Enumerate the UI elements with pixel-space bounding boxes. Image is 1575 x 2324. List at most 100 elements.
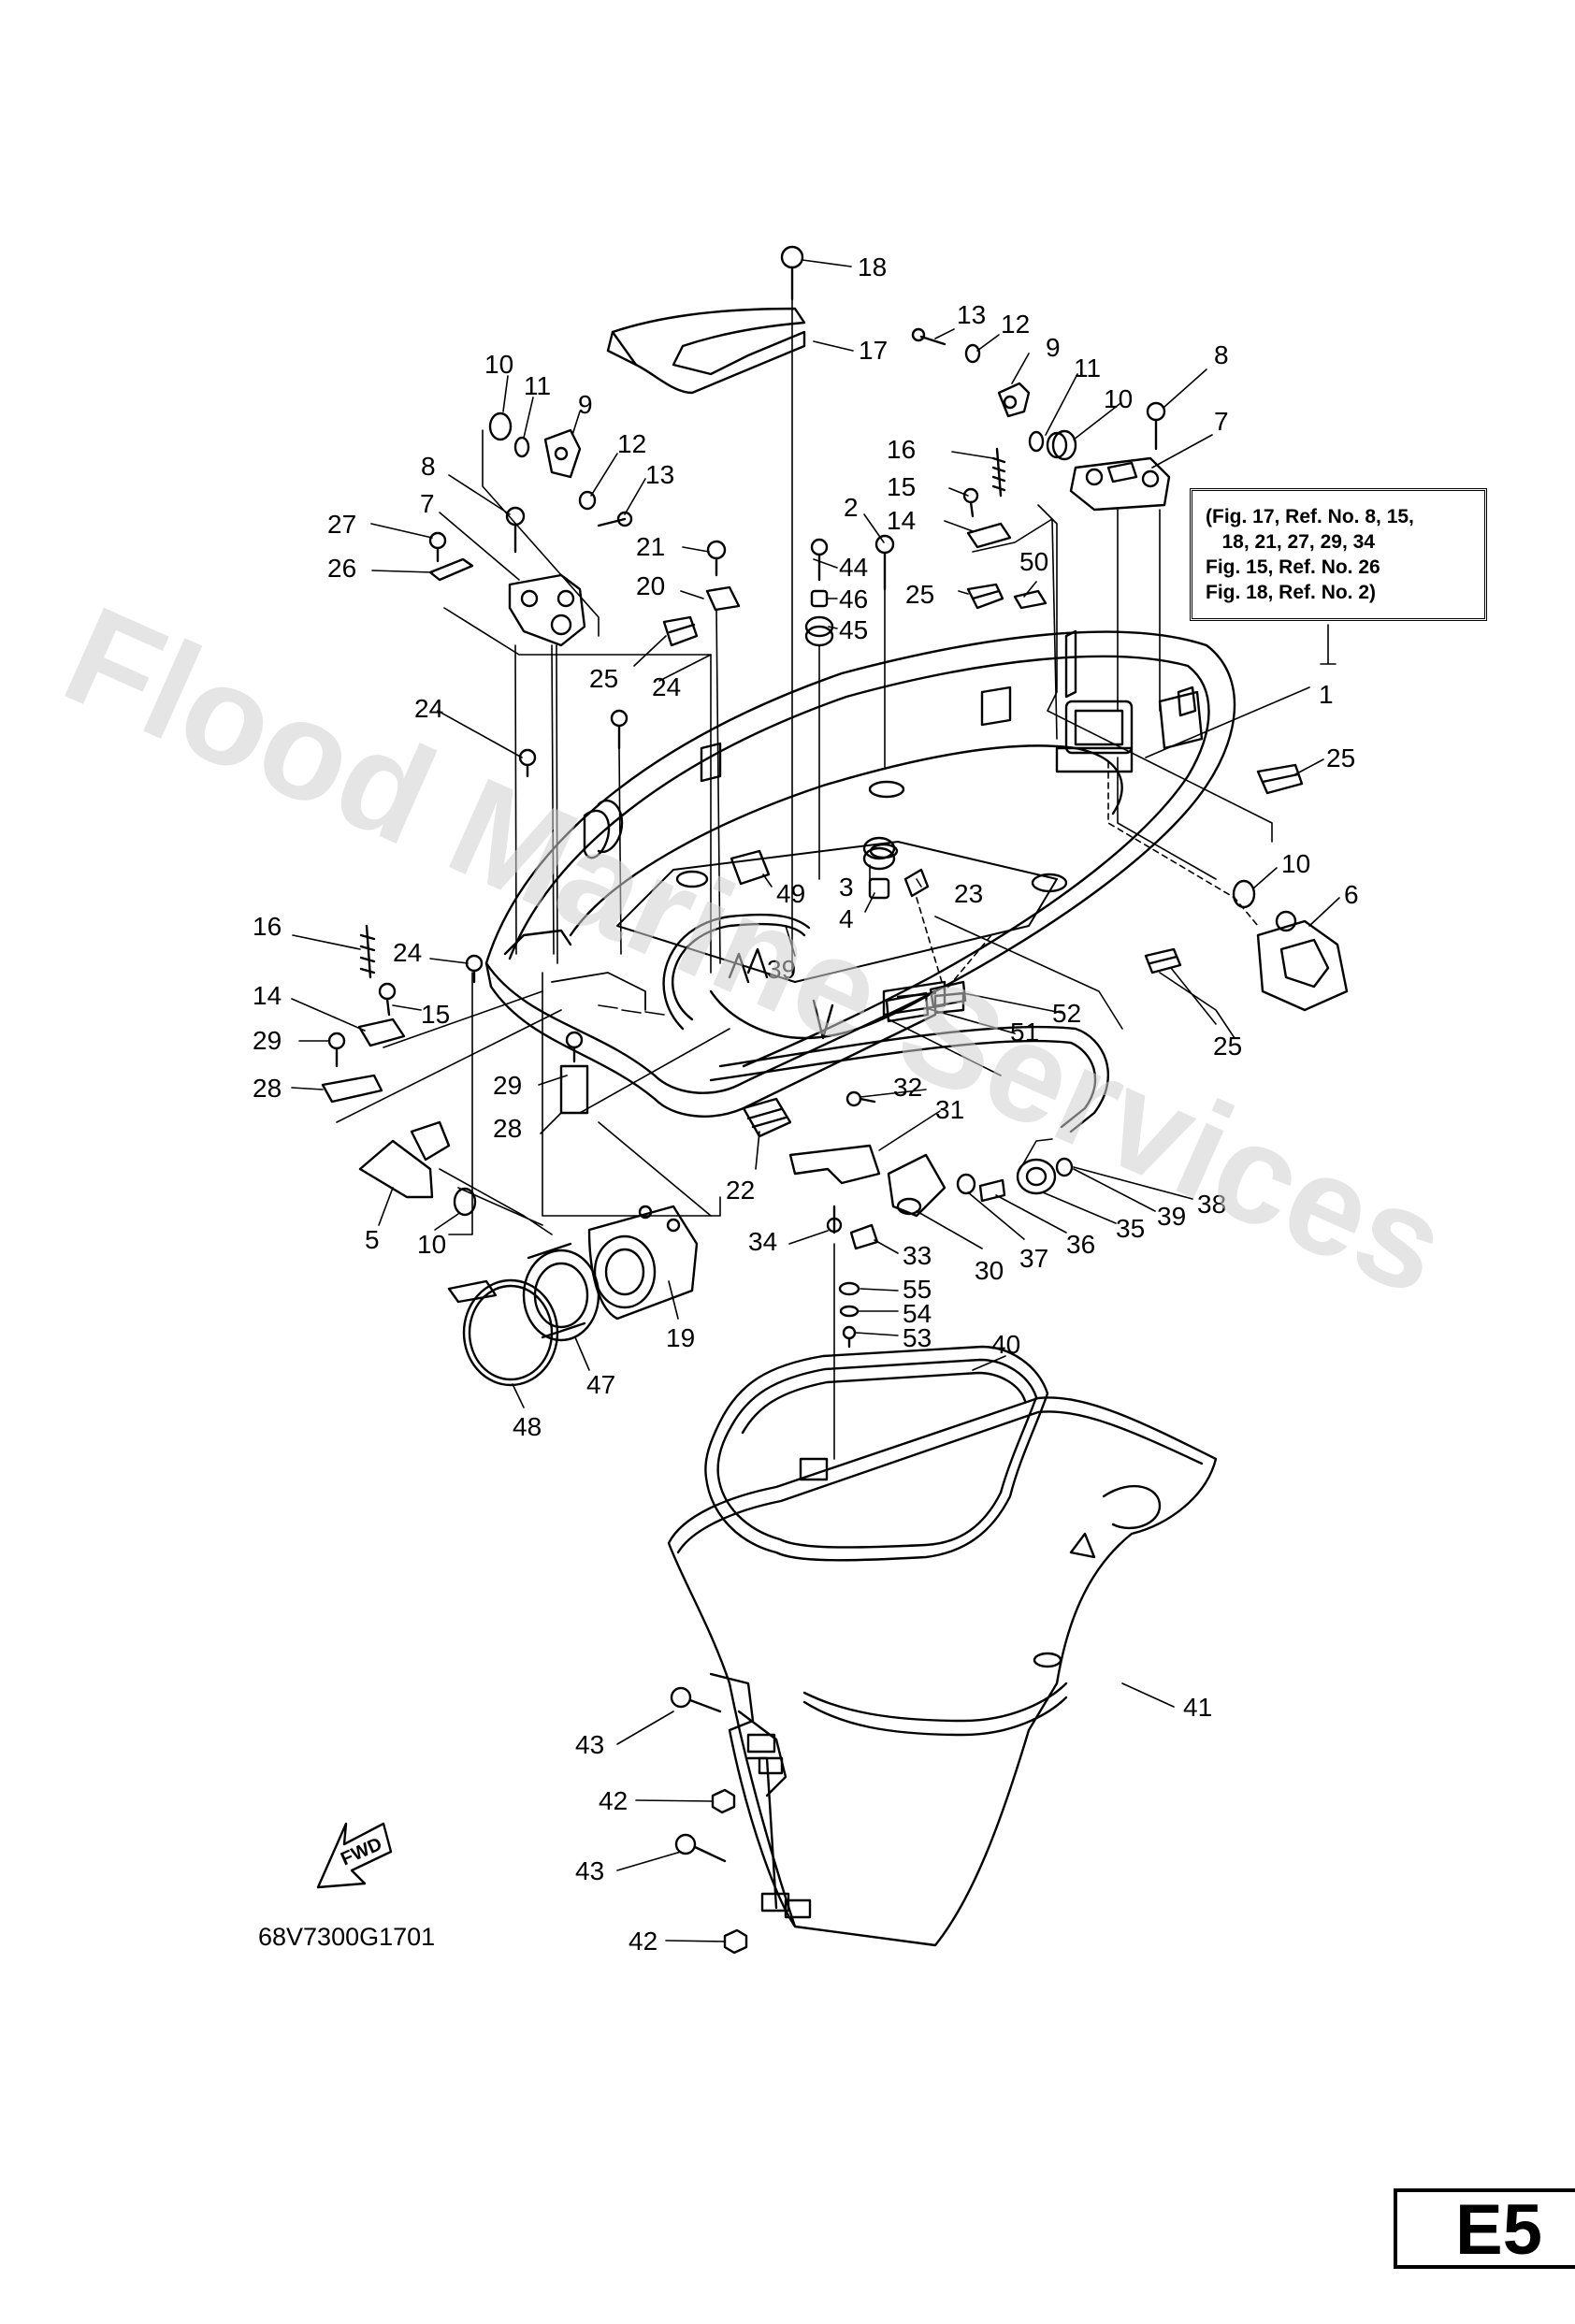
callout-46: 46 xyxy=(839,585,868,613)
diagram-code: 68V7300G1701 xyxy=(258,1923,436,1951)
cowling-seal xyxy=(704,1345,1049,1562)
part-54-washer xyxy=(839,1305,860,1318)
part-13-screw-right xyxy=(911,327,946,346)
callout-43: 43 xyxy=(575,1856,604,1885)
callout-11: 11 xyxy=(524,371,551,400)
callout-13: 13 xyxy=(957,300,986,329)
callout-55: 55 xyxy=(903,1275,932,1304)
callout-32: 32 xyxy=(893,1073,922,1102)
callout-9: 9 xyxy=(578,390,593,419)
callout-25: 25 xyxy=(1326,743,1355,772)
part-9-hook-left xyxy=(543,428,582,479)
part-21-bolt xyxy=(706,540,727,577)
callout-54: 54 xyxy=(903,1299,932,1328)
callout-24: 24 xyxy=(393,938,422,967)
hose-loop xyxy=(671,922,806,1021)
callout-9: 9 xyxy=(1046,333,1061,362)
part-25-grommet-b xyxy=(662,615,699,647)
callout-10: 10 xyxy=(484,350,513,379)
callout-50: 50 xyxy=(1019,547,1048,576)
callout-38: 38 xyxy=(1197,1190,1226,1219)
part-37-washer xyxy=(956,1173,976,1195)
callout-25: 25 xyxy=(1213,1032,1242,1061)
callout-39: 39 xyxy=(1157,1202,1186,1231)
callout-3: 3 xyxy=(839,873,854,902)
callout-43: 43 xyxy=(575,1730,604,1759)
part-48-band xyxy=(447,1278,559,1387)
part-33-clip xyxy=(849,1223,879,1250)
part-16-spring-left xyxy=(359,924,376,979)
part-23-plug xyxy=(903,868,930,898)
callout-34: 34 xyxy=(748,1227,777,1256)
callout-45: 45 xyxy=(839,615,868,644)
part-2-bolt xyxy=(874,534,895,591)
part-42-nut-a xyxy=(711,1788,736,1814)
callout-13: 13 xyxy=(645,460,674,489)
part-29-bolt-left xyxy=(327,1032,346,1068)
callout-15: 15 xyxy=(887,472,916,501)
part-6-bracket xyxy=(1256,910,1349,1012)
callout-26: 26 xyxy=(327,554,356,583)
callout-21: 21 xyxy=(636,532,665,561)
part-22-grommet xyxy=(742,1097,792,1138)
callout-27: 27 xyxy=(327,510,356,539)
part-45-grommet xyxy=(804,615,834,647)
callout-52: 52 xyxy=(1052,999,1081,1028)
part-27-bolt xyxy=(428,531,447,563)
callout-40: 40 xyxy=(991,1330,1020,1359)
part-15-bolt-right xyxy=(962,487,979,518)
part-8-bolt-right xyxy=(1146,401,1166,451)
reference-note-box: (Fig. 17, Ref. No. 8, 15, 18, 21, 27, 29… xyxy=(1190,488,1487,621)
callout-12: 12 xyxy=(1001,310,1030,339)
callout-23: 23 xyxy=(954,879,983,908)
part-28-bracket-left xyxy=(321,1074,383,1104)
callout-25: 25 xyxy=(589,664,618,693)
callout-36: 36 xyxy=(1066,1230,1095,1259)
part-24-screw-b xyxy=(518,748,537,778)
page-id-box: E5 xyxy=(1394,2188,1575,2269)
part-10-bushing-right xyxy=(1046,429,1077,461)
callout-25: 25 xyxy=(905,580,934,609)
part-16-spring-right xyxy=(991,447,1006,498)
part-4-collar xyxy=(868,877,890,900)
part-8-bolt-left xyxy=(505,506,526,554)
part-25-grommet-d xyxy=(1144,947,1182,974)
leader-lines xyxy=(291,259,1340,1942)
part-46-collar xyxy=(810,589,829,608)
part-26-plate xyxy=(428,557,474,582)
part-15-bolt-left xyxy=(378,982,397,1017)
part-25-grommet-a xyxy=(966,583,1004,610)
callout-51: 51 xyxy=(1010,1018,1039,1047)
callout-28: 28 xyxy=(493,1114,522,1143)
callout-48: 48 xyxy=(513,1412,542,1441)
callout-42: 42 xyxy=(629,1927,657,1956)
callout-14: 14 xyxy=(253,981,282,1010)
part-43-screw-a xyxy=(670,1686,722,1713)
part-12-washer-left xyxy=(578,490,597,511)
part-51-label xyxy=(885,991,930,1023)
callout-28: 28 xyxy=(253,1074,282,1103)
part-9-hook-right xyxy=(997,382,1031,418)
callout-22: 22 xyxy=(726,1176,755,1205)
part-52-label xyxy=(929,980,967,1008)
part-29-bolt-right xyxy=(565,1031,584,1063)
callout-37: 37 xyxy=(1019,1244,1048,1273)
callout-7: 7 xyxy=(420,489,435,518)
reference-line: Fig. 15, Ref. No. 26 xyxy=(1206,556,1380,578)
apron xyxy=(667,1396,1218,1947)
part-24-screw-a xyxy=(610,709,629,750)
part-44-bolt xyxy=(810,538,829,582)
part-7-latch-right xyxy=(1069,456,1171,512)
callout-10: 10 xyxy=(417,1230,446,1259)
part-10-bushing-left xyxy=(488,411,513,441)
callout-19: 19 xyxy=(666,1323,695,1352)
part-43-screw-b xyxy=(674,1833,727,1863)
callout-17: 17 xyxy=(859,336,888,365)
page-id: E5 xyxy=(1455,2190,1542,2270)
callout-4: 4 xyxy=(839,904,854,933)
part-31-bracket xyxy=(788,1144,881,1185)
part-14-clip-left xyxy=(357,1018,406,1047)
part-12-washer-right xyxy=(964,343,981,364)
part-42-nut-b xyxy=(723,1928,748,1955)
